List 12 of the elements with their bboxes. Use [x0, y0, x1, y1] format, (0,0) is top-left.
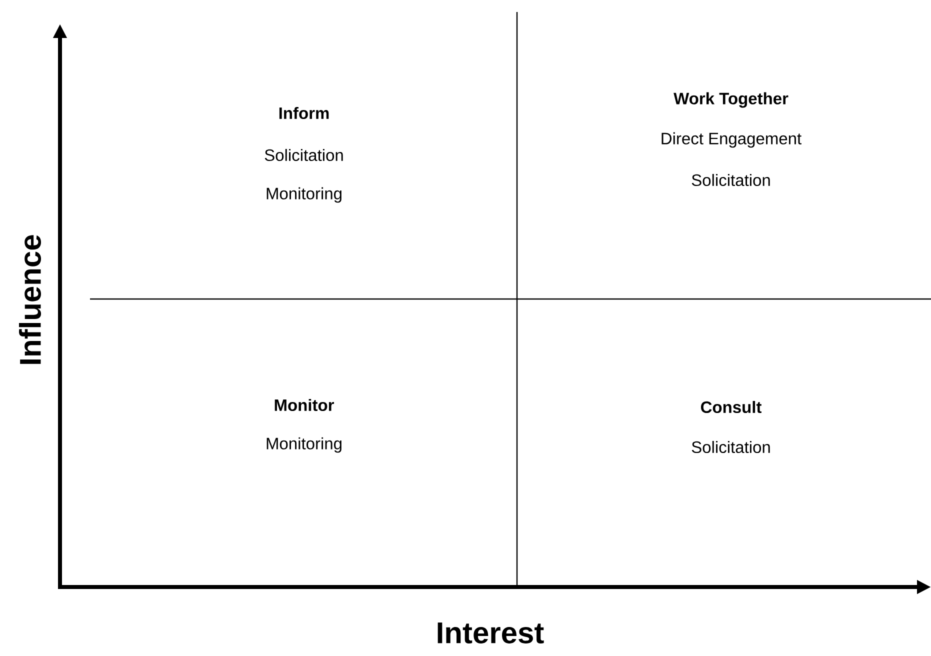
quadrant-heading: Consult	[700, 400, 762, 414]
quadrant-heading: Monitor	[274, 398, 334, 412]
axis-title: Influence	[18, 235, 42, 364]
quadrant-item: Solicitation	[692, 440, 770, 454]
quadrant-item: Solicitation	[264, 148, 343, 162]
quadrant-item: Direct Engagement	[662, 132, 802, 148]
quadrant-heading: Inform	[279, 106, 329, 120]
quadrant-item: Monitoring	[266, 187, 342, 203]
quadrant-item: Monitoring	[266, 437, 342, 453]
quadrant-heading: Work Together	[674, 92, 788, 108]
quadrant-item: Solicitation	[692, 174, 770, 186]
axis-title: Interest	[438, 622, 544, 644]
